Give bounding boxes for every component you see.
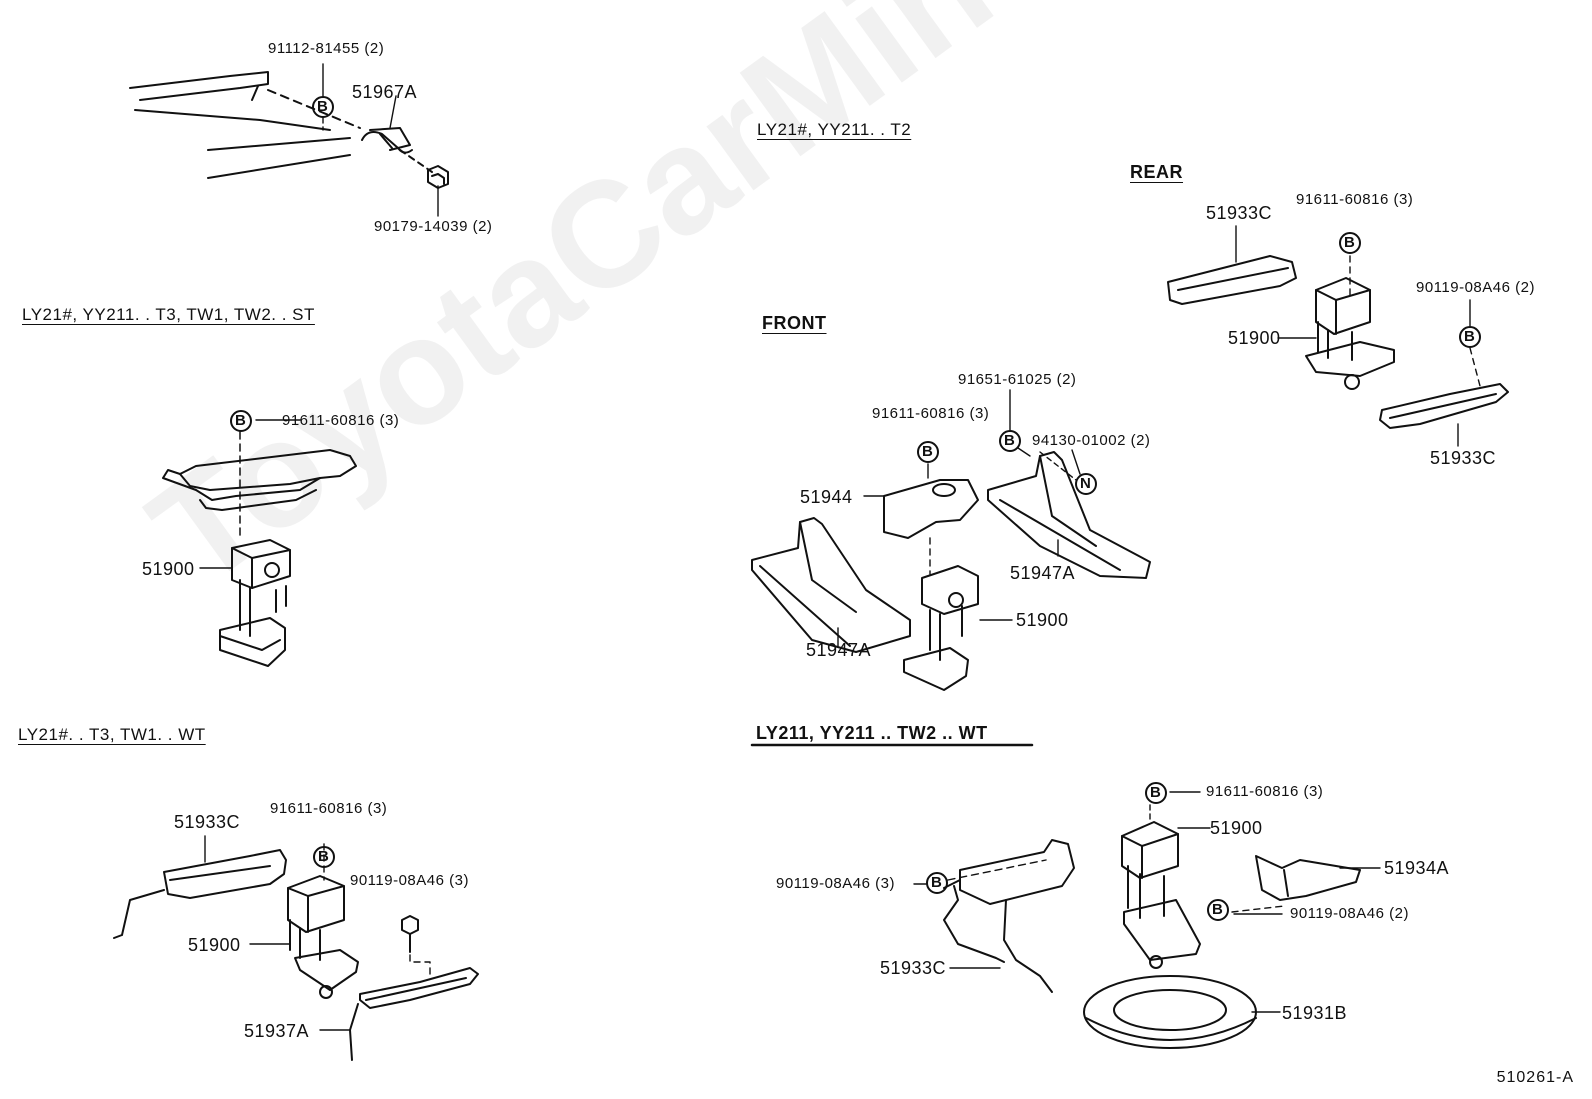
part-label: 91112-81455 (2) bbox=[268, 40, 385, 57]
front-heading: FRONT bbox=[762, 313, 827, 333]
part-label: 51944 bbox=[800, 487, 853, 507]
bolt-symbol-icon: B bbox=[1212, 901, 1224, 918]
part-label: 51947A bbox=[1010, 563, 1076, 583]
part-label: 91611-60816 (3) bbox=[1296, 191, 1414, 208]
part-label: 51900 bbox=[1016, 610, 1069, 630]
frame-rail-drawing bbox=[129, 63, 449, 217]
bolt-symbol-icon: B bbox=[317, 98, 329, 115]
part-label: 51967A bbox=[352, 82, 418, 102]
part-label: 91611-60816 (3) bbox=[1206, 783, 1324, 800]
part-label: 51900 bbox=[1228, 328, 1281, 348]
rear-heading: REAR bbox=[1130, 162, 1184, 182]
part-label: 51933C bbox=[880, 958, 947, 978]
bolt-symbol-icon: B bbox=[1150, 784, 1162, 801]
part-label: 51934A bbox=[1384, 858, 1450, 878]
bolt-symbol-icon: B bbox=[235, 412, 247, 429]
diagram-reference-code: 510261-A bbox=[1496, 1069, 1574, 1086]
part-label: 51900 bbox=[188, 935, 241, 955]
bolt-symbol-icon: B bbox=[931, 874, 943, 891]
part-label: 51900 bbox=[142, 559, 195, 579]
nut-symbol-icon: N bbox=[1080, 475, 1092, 492]
part-label: 90119-08A46 (2) bbox=[1290, 905, 1409, 922]
part-label: 51931B bbox=[1282, 1003, 1348, 1023]
part-label: 51900 bbox=[1210, 818, 1263, 838]
bolt-symbol-icon: B bbox=[1004, 432, 1016, 449]
part-label: 51937A bbox=[244, 1021, 310, 1041]
part-label: 90119-08A46 (3) bbox=[776, 875, 895, 892]
left-mid-drawing bbox=[162, 410, 357, 667]
part-label: 90119-08A46 (3) bbox=[350, 872, 469, 889]
part-label: 51933C bbox=[174, 812, 241, 832]
left-bottom-drawing bbox=[113, 835, 479, 1061]
part-label: 91611-60816 (3) bbox=[872, 405, 990, 422]
bolt-symbol-icon: B bbox=[318, 848, 330, 865]
part-label: 90179-14039 (2) bbox=[374, 218, 493, 235]
part-label: 91611-60816 (3) bbox=[282, 412, 400, 429]
part-label: 91611-60816 (3) bbox=[270, 800, 388, 817]
rear-drawing bbox=[1167, 225, 1509, 447]
part-label: 51947A bbox=[806, 640, 872, 660]
section-header: LY21#, YY211. . T2 bbox=[757, 120, 912, 139]
front-drawing bbox=[751, 389, 1151, 691]
bolt-symbol-icon: B bbox=[922, 443, 934, 460]
part-label: 90119-08A46 (2) bbox=[1416, 279, 1535, 296]
part-label: 51933C bbox=[1206, 203, 1273, 223]
part-label: 51933C bbox=[1430, 448, 1497, 468]
section-header: LY21#. . T3, TW1. . WT bbox=[18, 725, 206, 744]
section-header: LY211, YY211 .. TW2 .. WT bbox=[756, 723, 988, 743]
bolt-symbol-icon: B bbox=[1344, 234, 1356, 251]
bolt-symbol-icon: B bbox=[1464, 328, 1476, 345]
section-header: LY21#, YY211. . T3, TW1, TW2. . ST bbox=[22, 305, 315, 324]
part-label: 91651-61025 (2) bbox=[958, 371, 1077, 388]
part-label: 94130-01002 (2) bbox=[1032, 432, 1151, 449]
right-bottom-drawing bbox=[913, 782, 1381, 1049]
